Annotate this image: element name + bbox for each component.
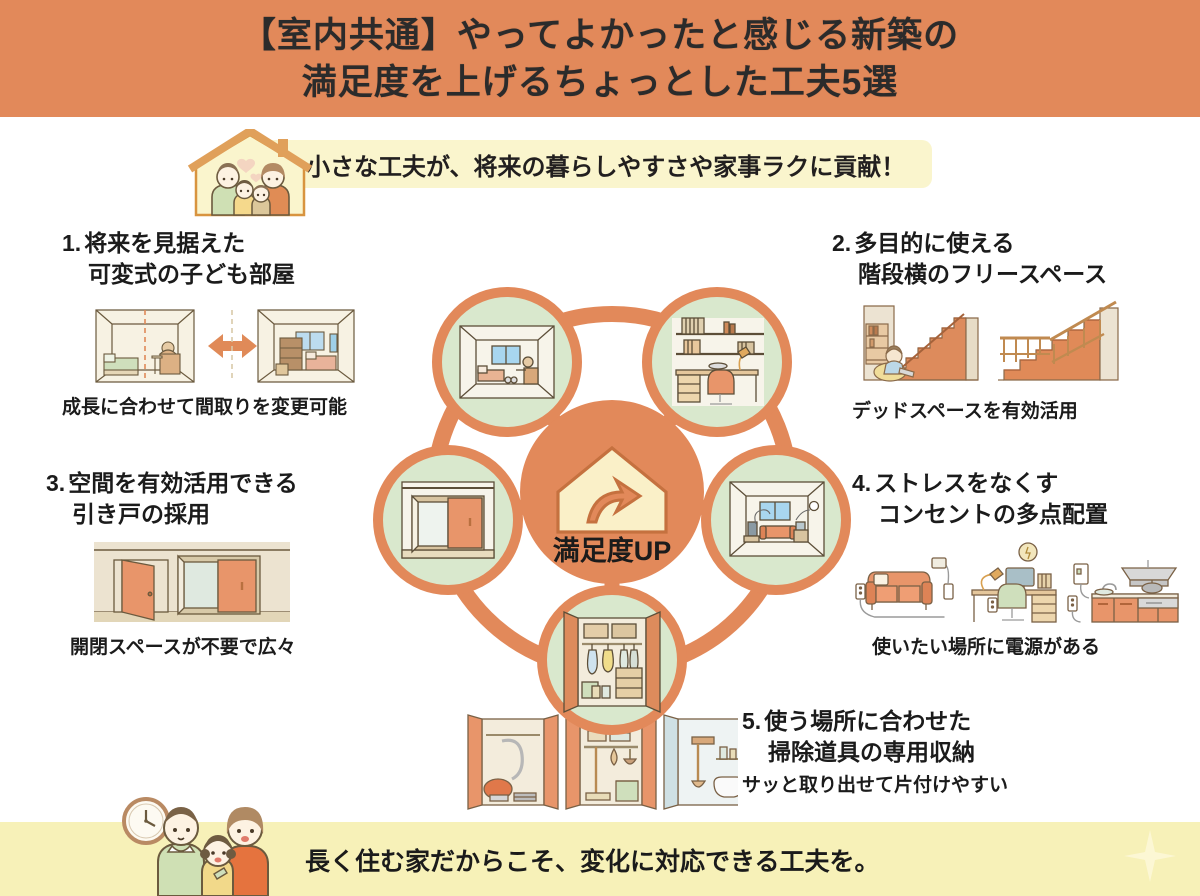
item-3-title: 3.空間を有効活用できる 引き戸の採用 — [46, 468, 396, 530]
kids-room-convertible-illustration — [95, 309, 355, 383]
item-4-title-line1: ストレスをなくす — [874, 470, 1059, 496]
header-banner: 【室内共通】やってよかったと感じる新築の 満足度を上げるちょっとした工夫5選 — [0, 0, 1200, 117]
item-1-title-line2: 可変式の子ども部屋 — [88, 261, 295, 287]
subtitle-text: 小さな工夫が、将来の暮らしやすさや家事ラクに貢献！ — [306, 153, 906, 181]
outlets-sofa-desk-kitchen-illustration — [855, 542, 1179, 623]
item-5-title: 5.使う場所に合わせた 掃除道具の専用収納 — [742, 706, 1072, 768]
item-3-block: 3.空間を有効活用できる 引き戸の採用 開閉スペ — [46, 468, 396, 659]
desk-bookshelf-icon — [672, 317, 764, 406]
ring-node-living-outlets[interactable] — [701, 445, 851, 595]
item-4-title: 4.ストレスをなくす コンセントの多点配置 — [852, 468, 1200, 530]
item-5-title-line1: 使う場所に合わせた — [764, 708, 972, 734]
item-3-title-line2: 引き戸の採用 — [72, 501, 210, 527]
item-5-number: 5. — [742, 708, 762, 734]
item-3-number: 3. — [46, 470, 66, 496]
item-3-caption: 開閉スペースが不要で広々 — [70, 637, 296, 658]
item-4-block: 4.ストレスをなくす コンセントの多点配置 — [852, 468, 1200, 659]
item-5-title-line2: 掃除道具の専用収納 — [768, 739, 975, 765]
sliding-door-icon — [401, 481, 495, 559]
item-2-title-line2: 階段横のフリースペース — [858, 261, 1108, 287]
item-5-caption: サッと取り出せて片付けやすい — [742, 775, 1009, 796]
item-1-title: 1.将来を見据えた 可変式の子ども部屋 — [62, 228, 402, 290]
ring-node-closet[interactable] — [537, 585, 687, 735]
sliding-vs-hinged-door-illustration — [94, 542, 290, 622]
item-2-caption: デッドスペースを有効活用 — [852, 401, 1078, 422]
item-5-block: 5.使う場所に合わせた 掃除道具の専用収納 サッと取り出せて片付けやすい — [742, 706, 1072, 797]
cleaning-tool-closets-illustration — [467, 714, 738, 810]
ring-node-kids-room[interactable] — [432, 287, 582, 437]
satisfaction-ring-diagram: 満足度UP — [373, 287, 851, 735]
center-label: 満足度UP — [553, 535, 672, 566]
ring-node-study-desk[interactable] — [642, 287, 792, 437]
ring-node-sliding-door[interactable] — [373, 445, 523, 595]
center-hub[interactable]: 満足度UP — [520, 400, 704, 584]
sparkle-icon — [1124, 830, 1176, 882]
item-4-title-line2: コンセントの多点配置 — [878, 501, 1108, 527]
kids-bedroom-icon — [459, 325, 555, 399]
header-title-line2: 満足度を上げるちょっとした工夫5選 — [301, 62, 899, 102]
item-1-caption: 成長に合わせて間取りを変更可能 — [62, 397, 348, 418]
house-family-icon — [187, 129, 313, 217]
item-2-title-line1: 多目的に使える — [854, 230, 1015, 256]
subtitle-pill: 小さな工夫が、将来の暮らしやすさや家事ラクに貢献！ — [242, 140, 932, 188]
item-3-title-line1: 空間を有効活用できる — [68, 470, 298, 496]
item-1-block: 1.将来を見据えた 可変式の子ども部屋 — [62, 228, 402, 419]
footer-banner: 長く住む家だからこそ、変化に対応できる工夫を。 — [0, 794, 1200, 896]
item-2-block: 2.多目的に使える 階段横のフリースペース — [832, 228, 1182, 423]
item-4-caption: 使いたい場所に電源がある — [872, 637, 1101, 658]
open-closet-icon — [563, 611, 661, 713]
item-1-number: 1. — [62, 230, 82, 256]
living-room-outlet-icon — [729, 481, 825, 557]
family-clock-icon — [110, 794, 310, 896]
under-stairs-space-illustration — [863, 300, 1119, 382]
item-2-number: 2. — [832, 230, 852, 256]
header-title-line1: 【室内共通】やってよかったと感じる新築の — [240, 15, 960, 55]
item-4-number: 4. — [852, 470, 872, 496]
item-2-title: 2.多目的に使える 階段横のフリースペース — [832, 228, 1182, 290]
footer-text: 長く住む家だからこそ、変化に対応できる工夫を。 — [305, 848, 880, 876]
subtitle-banner: 小さな工夫が、将来の暮らしやすさや家事ラクに貢献！ — [0, 117, 1200, 222]
item-1-title-line1: 将来を見据えた — [84, 230, 246, 256]
